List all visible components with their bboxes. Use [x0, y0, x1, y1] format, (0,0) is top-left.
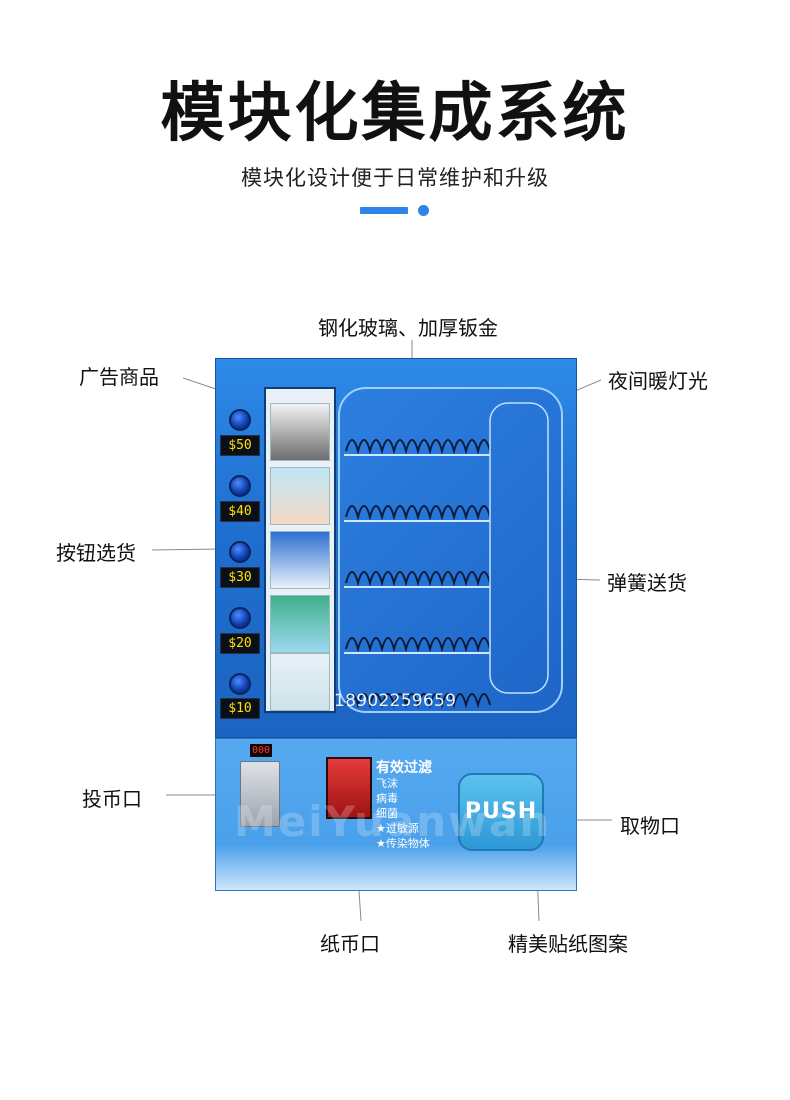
ad-product-image — [270, 403, 330, 461]
bill-slot[interactable] — [326, 757, 372, 819]
ad-panel — [264, 387, 336, 713]
select-button-5[interactable] — [229, 673, 251, 695]
callout-ad: 广告商品 — [79, 365, 159, 389]
sticker-watermark: MeiYuanwan — [234, 797, 552, 846]
select-button-4[interactable] — [229, 607, 251, 629]
callout-light: 夜间暖灯光 — [608, 369, 708, 393]
ad-product-image — [270, 595, 330, 653]
select-button-1[interactable] — [229, 409, 251, 431]
page-subtitle: 模块化设计便于日常维护和升级 — [241, 166, 549, 190]
ad-product-image — [270, 467, 330, 525]
phone-number: 18902259659 — [334, 691, 457, 711]
machine-lower-cabinet: 000 有效过滤 飞沫 病毒 细菌 ★过敏源 ★传染物体 PUSH MeiYua… — [215, 738, 577, 891]
led-counter: 000 — [250, 744, 272, 757]
price-label-4: $20 — [220, 633, 260, 654]
callout-pickup: 取物口 — [620, 814, 680, 838]
page-title: 模块化集成系统 — [160, 77, 630, 151]
shield-item: 病毒 — [376, 792, 398, 805]
callout-bill: 纸币口 — [320, 932, 380, 956]
machine-upper-cabinet: $50 $40 $30 $20 $10 — [215, 358, 577, 738]
shield-item: 细菌 — [376, 807, 398, 820]
select-button-3[interactable] — [229, 541, 251, 563]
callout-coin: 投币口 — [82, 787, 142, 811]
select-button-2[interactable] — [229, 475, 251, 497]
ad-product-image — [270, 653, 330, 711]
accent-dot — [418, 205, 429, 216]
shield-item: ★传染物体 — [376, 837, 430, 850]
shield-heading: 有效过滤 — [376, 760, 432, 776]
glass-door — [338, 387, 563, 713]
callout-select: 按钮选货 — [56, 541, 136, 565]
vending-machine: $50 $40 $30 $20 $10 — [215, 358, 577, 891]
callout-spring: 弹簧送货 — [607, 571, 687, 595]
coin-slot[interactable] — [240, 761, 280, 827]
accent-bar — [360, 207, 408, 214]
filter-shield: 有效过滤 飞沫 病毒 细菌 ★过敏源 ★传染物体 — [376, 761, 432, 851]
price-label-1: $50 — [220, 435, 260, 456]
price-label-5: $10 — [220, 698, 260, 719]
push-pickup-door[interactable]: PUSH — [458, 773, 544, 851]
ad-product-image — [270, 531, 330, 589]
shield-item: ★过敏源 — [376, 822, 419, 835]
spring-shelves — [344, 402, 549, 709]
callout-sticker: 精美贴纸图案 — [508, 932, 628, 956]
price-label-2: $40 — [220, 501, 260, 522]
price-label-3: $30 — [220, 567, 260, 588]
callout-glass: 钢化玻璃、加厚钣金 — [318, 316, 498, 340]
shield-item: 飞沫 — [376, 777, 398, 790]
